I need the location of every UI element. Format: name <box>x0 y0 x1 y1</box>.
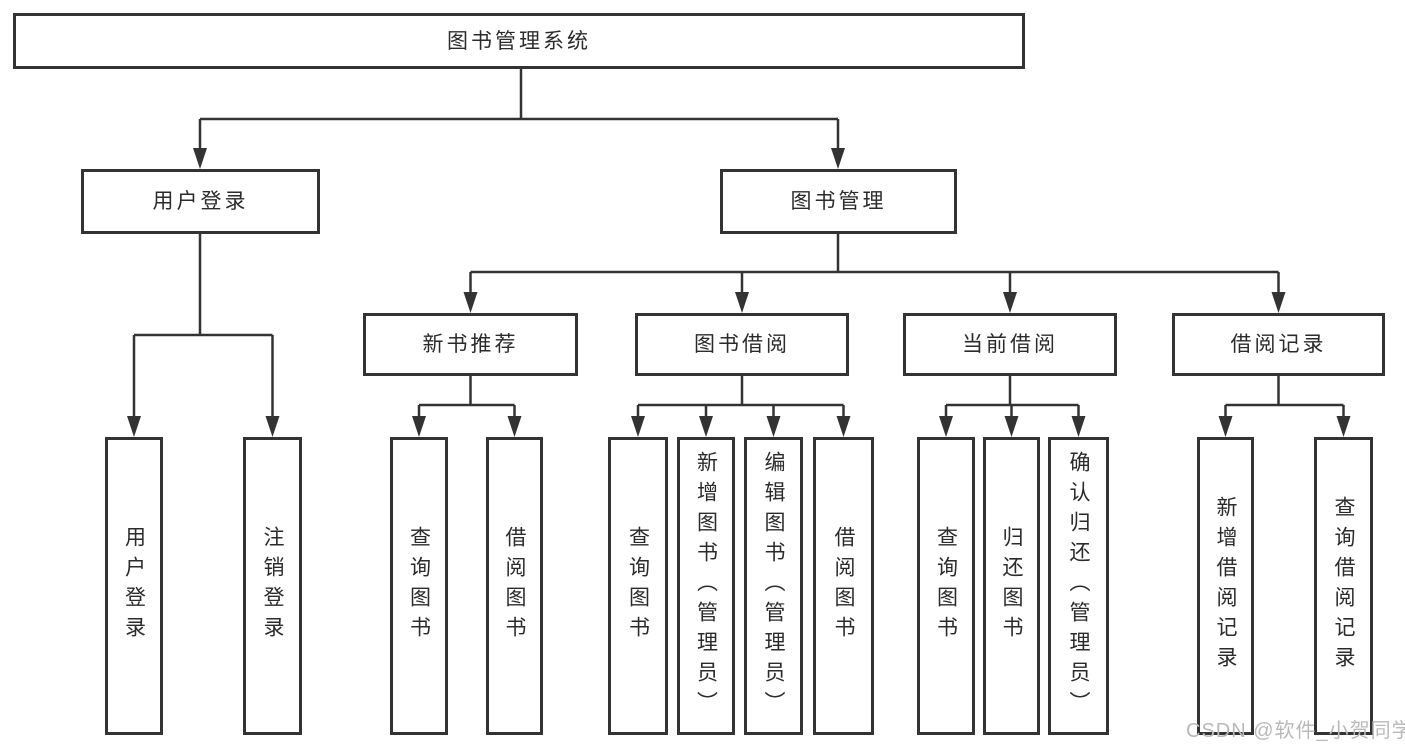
node-label: 确认归还（管理员） <box>1067 451 1090 721</box>
arrow-down-icon <box>1336 416 1351 437</box>
arrow-down-icon <box>836 416 851 437</box>
node-label: 查询图书 <box>934 526 958 646</box>
node-label: 查询借阅记录 <box>1332 496 1355 676</box>
arrow-down-icon <box>1003 292 1017 313</box>
connector-current-to-leaves <box>944 376 1080 420</box>
arrow-down-icon <box>735 292 749 313</box>
node-confirm-return-admin: 确认归还（管理员） <box>1048 437 1109 735</box>
node-label: 借阅图书 <box>832 526 855 646</box>
arrow-down-icon <box>265 416 280 437</box>
node-label: 借阅记录 <box>1230 333 1327 356</box>
node-query-borrow-record: 查询借阅记录 <box>1314 437 1373 735</box>
connector-userlogin-to-leaves <box>132 234 274 419</box>
connector-root-to-level2 <box>198 69 840 151</box>
node-user-login-leaf: 用户登录 <box>105 437 163 735</box>
arrow-down-icon <box>939 416 953 437</box>
node-edit-books-admin: 编辑图书（管理员） <box>744 437 803 735</box>
arrow-down-icon <box>1004 416 1019 437</box>
node-user-login: 用户登录 <box>81 169 320 234</box>
node-label: 图书管理系统 <box>447 29 591 53</box>
node-borrow-books-2: 借阅图书 <box>813 437 874 735</box>
arrow-down-icon <box>507 416 522 437</box>
arrow-down-icon <box>631 416 645 437</box>
connector-newbook-to-leaves <box>417 376 516 420</box>
arrow-down-icon <box>1218 416 1233 437</box>
node-label: 查询图书 <box>626 526 650 646</box>
node-label: 编辑图书（管理员） <box>762 451 785 721</box>
node-label: 查询图书 <box>407 526 431 646</box>
arrow-down-icon <box>193 148 207 169</box>
connector-borrowing-to-leaves <box>636 376 845 420</box>
arrow-down-icon <box>463 292 478 313</box>
node-current-borrowing: 当前借阅 <box>903 313 1117 376</box>
node-label: 借阅图书 <box>503 526 526 646</box>
node-book-management: 图书管理 <box>720 169 957 234</box>
node-return-books: 归还图书 <box>983 437 1040 735</box>
arrow-down-icon <box>766 416 781 437</box>
node-label: 图书借阅 <box>694 333 790 356</box>
watermark: CSDN @软件_小贺同学 <box>1186 720 1405 742</box>
arrow-down-icon <box>831 148 845 169</box>
node-query-books-3: 查询图书 <box>917 437 975 735</box>
arrow-down-icon <box>412 416 426 437</box>
node-logout: 注销登录 <box>243 437 302 735</box>
node-borrowing-records: 借阅记录 <box>1172 313 1385 376</box>
node-label: 新增借阅记录 <box>1214 496 1237 676</box>
node-query-books-2: 查询图书 <box>608 437 668 735</box>
connector-records-to-leaves <box>1224 376 1345 420</box>
node-borrow-books-1: 借阅图书 <box>486 437 543 735</box>
node-add-borrow-record: 新增借阅记录 <box>1197 437 1254 735</box>
arrow-down-icon <box>699 416 713 437</box>
node-library-system: 图书管理系统 <box>13 13 1025 69</box>
connector-bookmgmt-to-level3 <box>469 234 1280 295</box>
node-add-books-admin: 新增图书（管理员） <box>677 437 735 735</box>
node-label: 新书推荐 <box>422 333 519 356</box>
node-label: 新增图书（管理员） <box>694 451 718 721</box>
node-label: 用户登录 <box>122 526 146 646</box>
node-book-borrowing: 图书借阅 <box>635 313 849 376</box>
arrow-down-icon <box>1071 416 1086 437</box>
node-label: 归还图书 <box>1000 526 1023 646</box>
node-label: 当前借阅 <box>962 333 1058 356</box>
arrow-down-icon <box>1271 292 1286 313</box>
node-label: 图书管理 <box>790 190 887 213</box>
node-label: 注销登录 <box>261 526 284 646</box>
node-new-book-recommendation: 新书推荐 <box>363 313 578 376</box>
node-label: 用户登录 <box>152 190 249 213</box>
arrow-down-icon <box>127 416 141 437</box>
node-query-books-1: 查询图书 <box>390 437 448 735</box>
